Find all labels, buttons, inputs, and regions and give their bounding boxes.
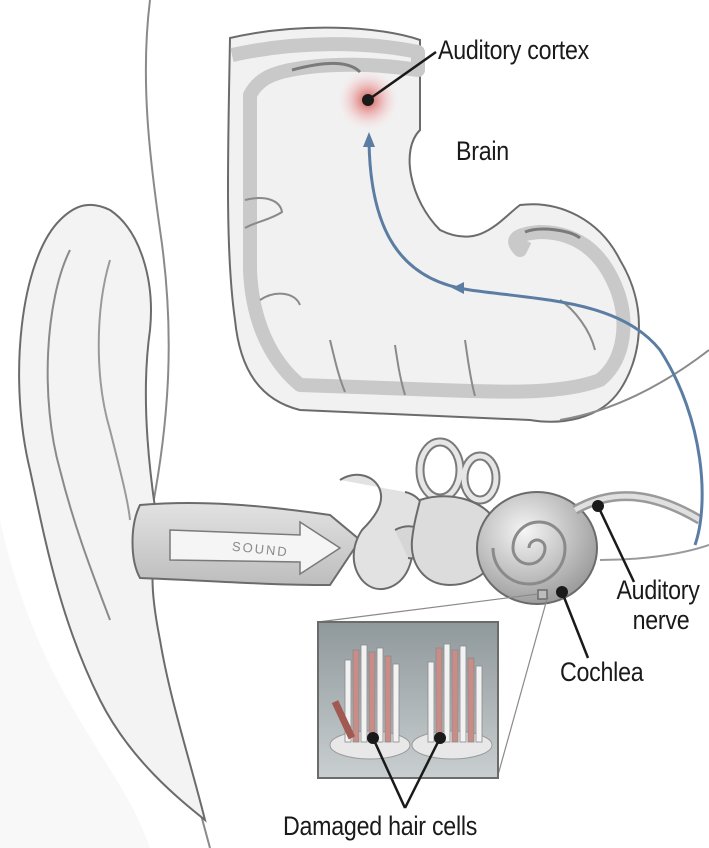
leader-nerve bbox=[598, 506, 634, 582]
brain-shape bbox=[228, 28, 639, 422]
label-auditory-cortex: Auditory cortex bbox=[438, 36, 589, 65]
label-auditory-nerve-line2: nerve bbox=[624, 606, 698, 635]
semicircular-canals bbox=[420, 442, 496, 500]
leader-cochlea bbox=[562, 592, 588, 658]
label-auditory-nerve-line1: Auditory bbox=[616, 576, 695, 605]
inset-connector-1 bbox=[318, 594, 538, 622]
label-damaged-hair-cells: Damaged hair cells bbox=[283, 812, 477, 841]
inset-connector-2 bbox=[498, 599, 547, 775]
label-cochlea: Cochlea bbox=[560, 658, 643, 687]
hair-bundle-right bbox=[428, 644, 482, 742]
inset-marker bbox=[538, 590, 547, 599]
label-brain: Brain bbox=[456, 137, 509, 166]
hair-cells-inset bbox=[318, 622, 498, 778]
